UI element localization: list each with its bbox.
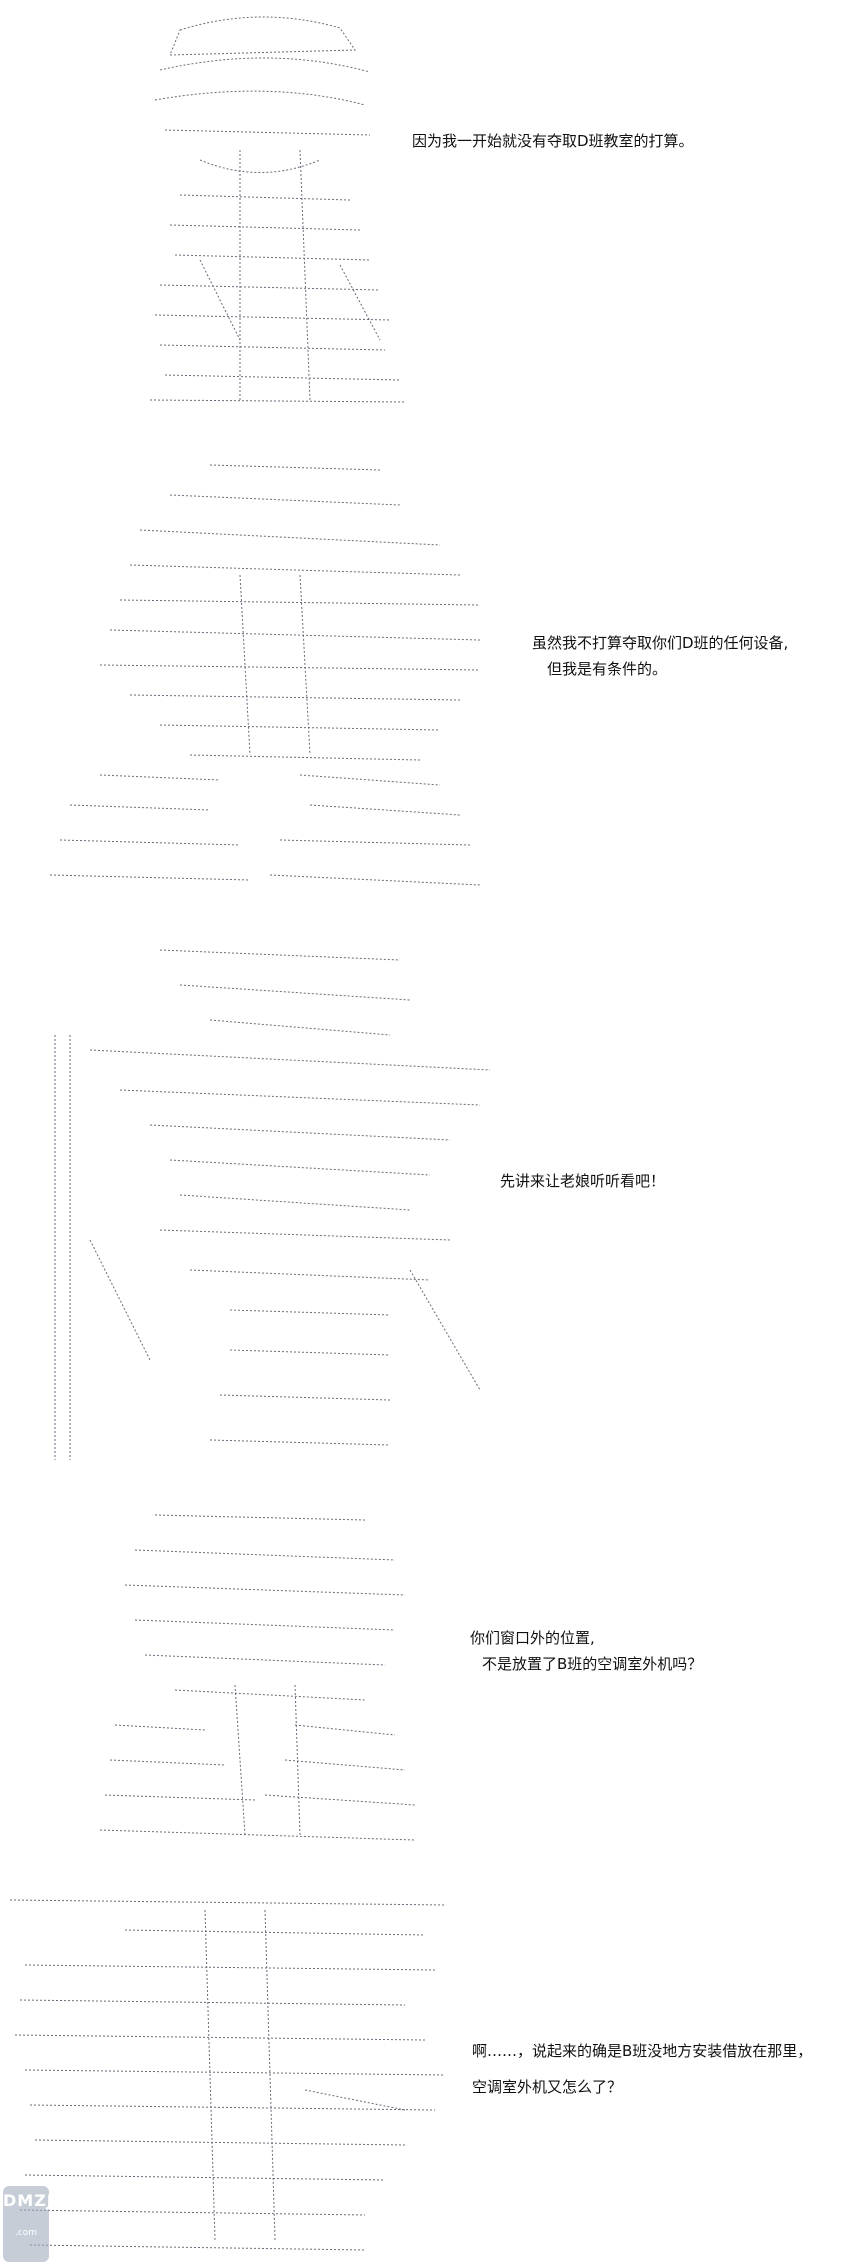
dialog-line: 啊……，说起来的确是B班没地方安装借放在那里， — [472, 2042, 813, 2060]
dialog-panel-2: 虽然我不打算夺取你们D班的任何设备, 但我是有条件的。 — [532, 630, 788, 682]
ascii-art-panel-5 — [5, 1890, 455, 2260]
dialog-line: 但我是有条件的。 — [547, 660, 668, 678]
dialog-line: 你们窗口外的位置, — [470, 1629, 595, 1647]
dialog-line: 虽然我不打算夺取你们D班的任何设备, — [532, 634, 789, 652]
ascii-art-panel-1 — [140, 10, 410, 405]
dialog-panel-4: 你们窗口外的位置, 不是放置了B班的空调室外机吗？ — [470, 1625, 702, 1677]
dialog-line: 先讲来让老娘听听看吧！ — [500, 1172, 666, 1190]
dialog-line: 空调室外机又怎么了？ — [472, 2078, 623, 2096]
watermark-sub: .com — [14, 2228, 38, 2238]
ascii-art-panel-4 — [95, 1505, 425, 1850]
watermark-text: DMZJ — [3, 2191, 49, 2210]
watermark-logo: DMZJ .com — [3, 2186, 49, 2262]
dialog-panel-5: 啊……，说起来的确是B班没地方安装借放在那里， 空调室外机又怎么了？ — [472, 2038, 812, 2100]
ascii-art-panel-2 — [40, 455, 490, 900]
dialog-line: 不是放置了B班的空调室外机吗？ — [482, 1655, 703, 1673]
dialog-line: 因为我一开始就没有夺取D班教室的打算。 — [412, 132, 694, 150]
dialog-panel-3: 先讲来让老娘听听看吧！ — [500, 1168, 665, 1194]
dialog-panel-1: 因为我一开始就没有夺取D班教室的打算。 — [412, 128, 694, 154]
ascii-art-panel-3 — [30, 940, 510, 1470]
